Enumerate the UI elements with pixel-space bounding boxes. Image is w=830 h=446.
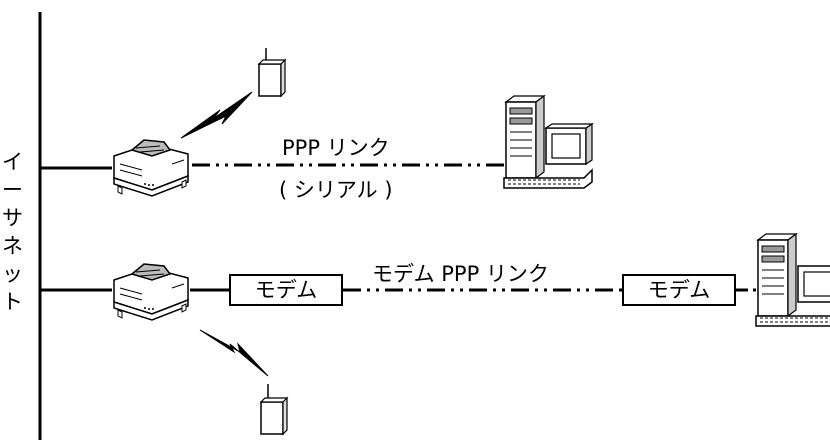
phone-icon bbox=[259, 384, 289, 436]
ethernet-label-char: ッ bbox=[2, 262, 23, 286]
computer-icon bbox=[503, 94, 594, 189]
ethernet-label-char: ー bbox=[2, 178, 23, 202]
router-icon bbox=[113, 263, 189, 321]
ethernet-label-char: ト bbox=[2, 290, 23, 314]
modem-box-right: モデム bbox=[622, 274, 736, 306]
ethernet-label-char: サ bbox=[2, 206, 23, 230]
wireless-link-icon bbox=[180, 91, 253, 139]
modem-ppp-link-label: モデム PPP リンク bbox=[372, 262, 549, 286]
modem-box-left: モデム bbox=[229, 274, 343, 306]
ethernet-label-char: ネ bbox=[2, 234, 23, 258]
wireless-link-icon bbox=[199, 329, 269, 377]
ethernet-label-char: イ bbox=[2, 150, 23, 174]
ppp-link-label: PPP リンク bbox=[282, 136, 390, 160]
ppp-link-sublabel: ( シリアル ) bbox=[279, 178, 393, 202]
computer-icon bbox=[755, 232, 830, 327]
router-icon bbox=[113, 139, 189, 197]
phone-icon bbox=[257, 48, 287, 98]
